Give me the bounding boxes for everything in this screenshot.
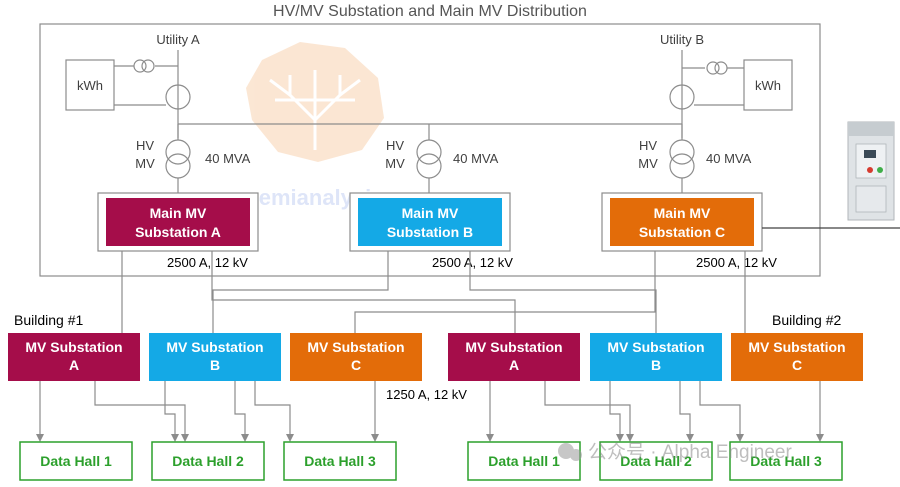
- kwh-meter-b-label: kWh: [755, 78, 781, 93]
- main-mv-b-rating: 2500 A, 12 kV: [432, 255, 513, 270]
- mv-sub-b1-b-line2: B: [210, 357, 220, 373]
- main-mv-b-line1: Main MV: [402, 205, 459, 221]
- transformer-c-hv: HV: [639, 138, 657, 153]
- mv-sub-b2-b-line1: MV Substation: [607, 339, 704, 355]
- transformer-a-hv: HV: [136, 138, 154, 153]
- transformer-b-hv: HV: [386, 138, 404, 153]
- data-hall-b1-3-label: Data Hall 3: [304, 453, 376, 469]
- data-hall-b2-2-label: Data Hall 2: [620, 453, 692, 469]
- mv-substation-b2-c: MV Substation C: [731, 333, 863, 381]
- transformer-a: HV MV 40 MVA: [135, 124, 251, 196]
- building-2-label: Building #2: [772, 312, 841, 328]
- transformer-a-rating: 40 MVA: [205, 151, 251, 166]
- data-hall-b2-3: Data Hall 3: [729, 441, 843, 481]
- main-mv-c-line1: Main MV: [654, 205, 711, 221]
- wechat-watermark: 公众号 · Alpha Engineer: [558, 441, 792, 463]
- kwh-meter-a: [65, 59, 115, 111]
- data-hall-b1-1-label: Data Hall 1: [40, 453, 112, 469]
- transformer-c-rating: 40 MVA: [706, 151, 752, 166]
- data-hall-b1-2-label: Data Hall 2: [172, 453, 244, 469]
- data-hall-b1-2: Data Hall 2: [151, 441, 265, 481]
- mv-substation-b1-c: MV Substation C: [290, 333, 422, 381]
- diagram-title: HV/MV Substation and Main MV Distributio…: [273, 3, 587, 20]
- data-hall-b1-1: Data Hall 1: [19, 441, 133, 481]
- utility-a-label: Utility A: [156, 32, 200, 47]
- wechat-watermark-text: 公众号 · Alpha Engineer: [588, 441, 792, 463]
- semianalysis-logo-watermark: semianalysis: [246, 42, 384, 210]
- mv-sub-b2-a-line2: A: [509, 357, 519, 373]
- main-mv-b-line2: Substation B: [387, 224, 473, 240]
- substation-boundary: [39, 23, 821, 277]
- utility-b-label: Utility B: [660, 32, 704, 47]
- mv-feeders: [121, 251, 746, 333]
- main-mv-substation-b: Main MV Substation B: [349, 192, 511, 252]
- mv-sub-b2-a-line1: MV Substation: [465, 339, 562, 355]
- main-mv-c-line2: Substation C: [639, 224, 725, 240]
- transformer-a-mv: MV: [135, 156, 155, 171]
- mv-sub-b1-c-line2: C: [351, 357, 361, 373]
- data-hall-feeds: [36, 381, 824, 442]
- main-mv-a-rating: 2500 A, 12 kV: [167, 255, 248, 270]
- mv-sub-b2-c-line2: C: [792, 357, 802, 373]
- utility-b-feed: [669, 50, 748, 138]
- data-hall-b2-3-label: Data Hall 3: [750, 453, 822, 469]
- transformer-c: HV MV 40 MVA: [638, 124, 752, 196]
- mv-sub-b1-a-line2: A: [69, 357, 79, 373]
- main-mv-a-line2: Substation A: [135, 224, 221, 240]
- data-hall-b2-2: Data Hall 2: [599, 441, 713, 481]
- switchgear-cabinet-image: [847, 121, 895, 221]
- kwh-meter-b: [743, 59, 793, 111]
- transformer-c-mv: MV: [638, 156, 658, 171]
- mv-sub-b1-a-line1: MV Substation: [25, 339, 122, 355]
- mv-sub-b2-b-line2: B: [651, 357, 661, 373]
- utility-a-feed: [108, 50, 191, 138]
- mv-substation-b2-a: MV Substation A: [448, 333, 580, 381]
- feeder-rating: 1250 A, 12 kV: [386, 387, 467, 402]
- mv-sub-b2-c-line1: MV Substation: [748, 339, 845, 355]
- mv-substation-b1-b: MV Substation B: [149, 333, 281, 381]
- main-mv-a-line1: Main MV: [150, 205, 207, 221]
- main-mv-substation-a: Main MV Substation A: [97, 192, 259, 252]
- transformer-b-rating: 40 MVA: [453, 151, 499, 166]
- kwh-meter-a-label: kWh: [77, 78, 103, 93]
- data-hall-b1-3: Data Hall 3: [283, 441, 397, 481]
- data-hall-b2-1-label: Data Hall 1: [488, 453, 560, 469]
- main-mv-c-rating: 2500 A, 12 kV: [696, 255, 777, 270]
- building-1-label: Building #1: [14, 312, 83, 328]
- mv-sub-b1-b-line1: MV Substation: [166, 339, 263, 355]
- mv-sub-b1-c-line1: MV Substation: [307, 339, 404, 355]
- main-mv-substation-c: Main MV Substation C: [601, 192, 763, 252]
- mv-substation-b2-b: MV Substation B: [590, 333, 722, 381]
- transformer-b: HV MV 40 MVA: [385, 124, 499, 196]
- mv-substation-b1-a: MV Substation A: [8, 333, 140, 381]
- transformer-b-mv: MV: [385, 156, 405, 171]
